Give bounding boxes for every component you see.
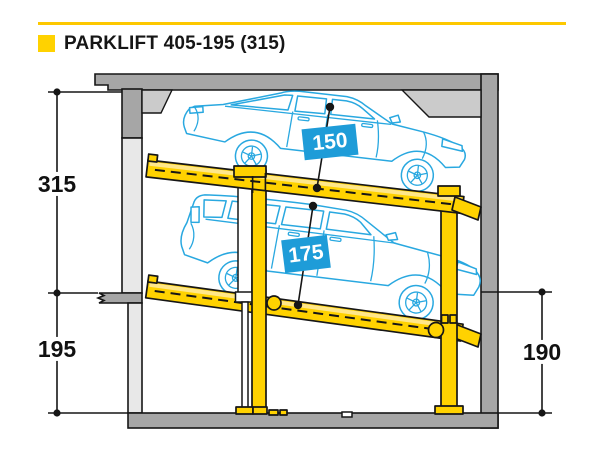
dimension-195: 195 xyxy=(34,337,80,361)
wall-ledge xyxy=(95,292,143,304)
floor-notch xyxy=(341,411,353,418)
room-structure xyxy=(94,73,499,429)
sedan-front-wheel xyxy=(400,158,435,193)
center-post xyxy=(251,169,267,409)
right-soffit xyxy=(400,89,482,118)
clearance-label-175: 175 xyxy=(281,234,331,274)
post-connector xyxy=(440,314,449,324)
platform-roller xyxy=(427,321,445,339)
platform-roller xyxy=(266,295,282,311)
cylinder-rod xyxy=(241,301,249,409)
hydraulic-cylinder xyxy=(237,179,253,299)
center-post-cap xyxy=(233,165,267,178)
floor xyxy=(127,412,499,429)
left-soffit xyxy=(141,89,174,114)
post-edges-through-beam xyxy=(251,173,267,193)
lower-platform xyxy=(144,274,464,342)
bullet-square-icon xyxy=(38,35,55,52)
dimension-190: 190 xyxy=(519,340,565,364)
lift-columns xyxy=(234,169,464,416)
page-title: PARKLIFT 405-195 (315) xyxy=(64,33,286,54)
right-post-cap xyxy=(437,185,461,197)
base-plates xyxy=(235,405,464,416)
ceiling xyxy=(94,73,499,91)
left-wall-lower xyxy=(127,302,143,414)
right-wall xyxy=(480,73,499,429)
right-post xyxy=(440,195,458,409)
left-wall-top xyxy=(121,88,143,139)
left-wall xyxy=(121,137,143,294)
clearance-label-150: 150 xyxy=(301,123,359,161)
title-rule xyxy=(38,22,566,25)
post-connector xyxy=(449,314,458,324)
upper-platform-wedge xyxy=(451,196,482,221)
dimension-315: 315 xyxy=(34,172,80,196)
